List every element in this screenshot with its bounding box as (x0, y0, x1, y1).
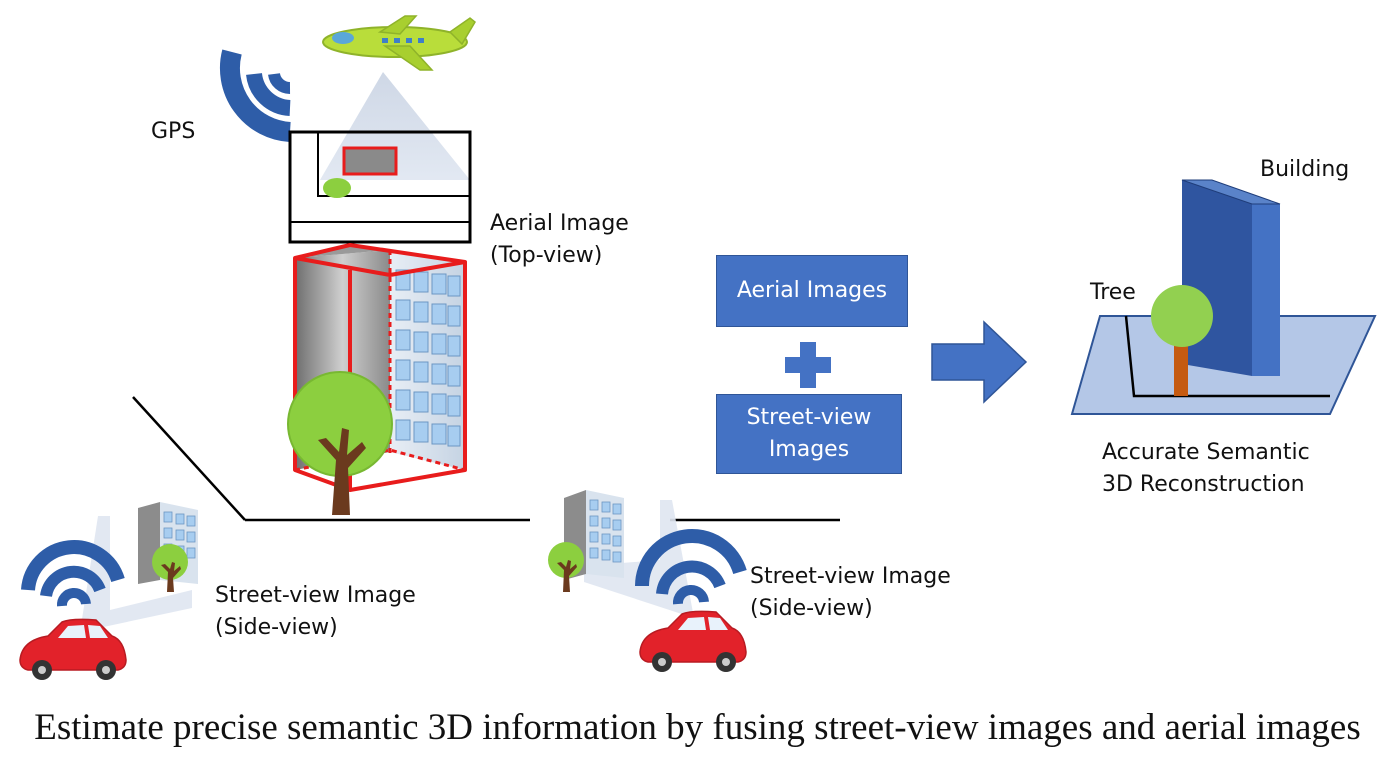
gps-signal-icon (220, 49, 292, 142)
tree-icon (287, 371, 393, 515)
street-view-images-box: Street-view Images (716, 394, 902, 474)
gps-label: GPS (151, 119, 196, 144)
street-view-left-sublabel: (Side-view) (215, 615, 338, 640)
street-view-right-label: Street-view Image (750, 564, 951, 589)
building-label: Building (1260, 157, 1350, 182)
arrow-right-icon (931, 320, 1028, 404)
left-street-view-scene (19, 502, 198, 680)
car-icon (19, 618, 127, 680)
tree-icon (548, 542, 584, 592)
result-sublabel: 3D Reconstruction (1102, 472, 1305, 497)
building-block (1181, 179, 1281, 376)
building-icon (564, 490, 624, 580)
street-view-box-line1: Street-view (746, 405, 872, 430)
aerial-images-box-label: Aerial Images (736, 278, 888, 303)
airplane-icon (322, 15, 476, 71)
gps-signal-icon (635, 529, 747, 605)
figure-caption: Estimate precise semantic 3D information… (34, 707, 1361, 748)
right-street-view-scene (548, 490, 747, 672)
aerial-tree-footprint (323, 178, 351, 198)
plus-icon (785, 342, 831, 388)
car-icon (639, 610, 747, 672)
aerial-image-frame (288, 130, 472, 244)
aerial-image-sublabel: (Top-view) (490, 243, 603, 268)
result-label: Accurate Semantic (1102, 440, 1310, 465)
street-view-right-sublabel: (Side-view) (750, 596, 873, 621)
street-view-box-line2: Images (768, 437, 850, 462)
aerial-building-footprint (342, 146, 398, 176)
street-view-left-label: Street-view Image (215, 583, 416, 608)
reconstruction-result (1070, 179, 1377, 415)
tree-icon (152, 544, 188, 592)
aerial-image-label: Aerial Image (490, 211, 629, 236)
gps-signal-icon (21, 540, 125, 607)
aerial-images-box: Aerial Images (716, 255, 908, 327)
tree-label: Tree (1090, 280, 1136, 305)
